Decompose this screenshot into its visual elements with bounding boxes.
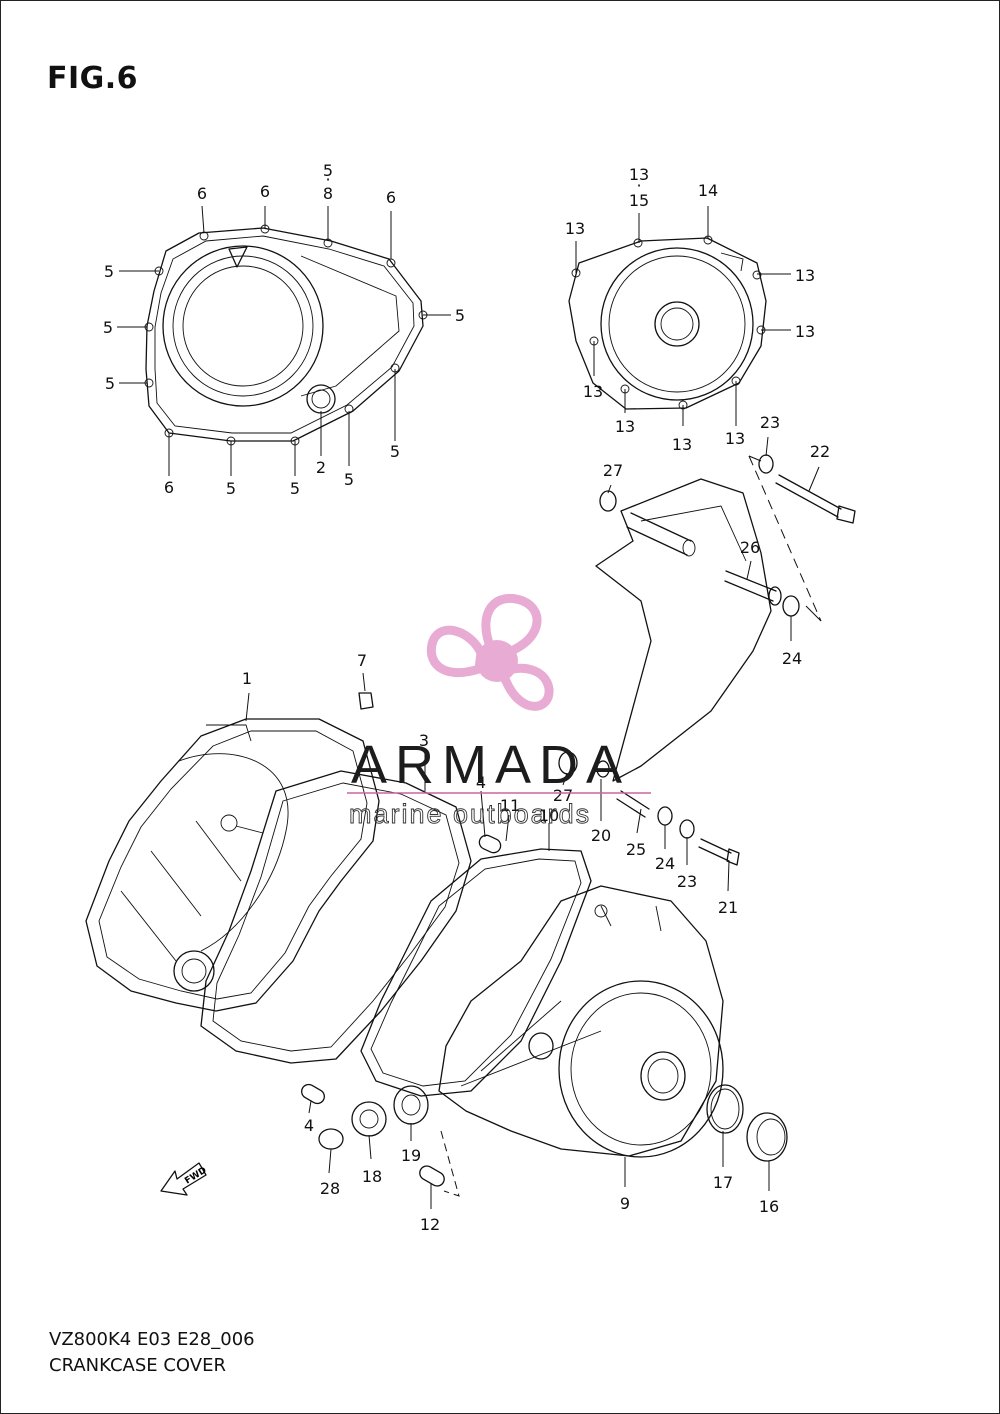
callout-17: 17 bbox=[713, 1173, 733, 1192]
callout-13: 13 bbox=[795, 322, 815, 341]
callout-20: 20 bbox=[591, 826, 611, 845]
callout-18: 18 bbox=[362, 1167, 382, 1186]
callout-5: 5 bbox=[104, 262, 114, 281]
generator-cover-gasket bbox=[360, 848, 592, 1097]
callout-1: 1 bbox=[242, 669, 252, 688]
watermark-subtitle: marine outboards bbox=[349, 799, 591, 829]
callout-5: 5 bbox=[323, 161, 333, 180]
callout-12: 12 bbox=[420, 1215, 440, 1234]
generator-cover-top-view bbox=[568, 235, 767, 410]
callout-13: 13 bbox=[795, 266, 815, 285]
clutch-cover-gasket bbox=[200, 770, 472, 1064]
armada-watermark: ARMADA marine outboards bbox=[347, 594, 651, 829]
callout-24: 24 bbox=[655, 854, 675, 873]
callout-13: 13 bbox=[672, 435, 692, 454]
callout-28: 28 bbox=[320, 1179, 340, 1198]
callout-23: 23 bbox=[760, 413, 780, 432]
callout-14: 14 bbox=[698, 181, 718, 200]
callout-5: 5 bbox=[226, 479, 236, 498]
callout-6: 6 bbox=[197, 184, 207, 203]
callout-4: 4 bbox=[304, 1116, 314, 1135]
callout-16: 16 bbox=[759, 1197, 779, 1216]
callout-6: 6 bbox=[386, 188, 396, 207]
callout-6: 6 bbox=[164, 478, 174, 497]
callout-21: 21 bbox=[718, 898, 738, 917]
callout-7: 7 bbox=[357, 651, 367, 670]
callout-22: 22 bbox=[810, 442, 830, 461]
clutch-cover-top-view bbox=[144, 224, 428, 446]
callout-separator: · bbox=[636, 176, 641, 195]
callout-15: 15 bbox=[629, 191, 649, 210]
model-code: VZ800K4 E03 E28_006 bbox=[49, 1329, 255, 1350]
diagram-caption: CRANKCASE COVER bbox=[49, 1355, 226, 1376]
callout-27: 27 bbox=[603, 461, 623, 480]
figure-title: FIG.6 bbox=[47, 61, 139, 96]
callout-13: 13 bbox=[565, 219, 585, 238]
clutch-cover-exploded bbox=[85, 718, 380, 1012]
inner-cover-plate bbox=[595, 455, 822, 782]
leader-lines bbox=[117, 205, 820, 1209]
callout-6: 6 bbox=[260, 182, 270, 201]
callout-23: 23 bbox=[677, 872, 697, 891]
callout-11: 11 bbox=[500, 796, 520, 815]
callout-26: 26 bbox=[740, 538, 760, 557]
callout-8: 8 bbox=[323, 184, 333, 203]
callout-25: 25 bbox=[626, 840, 646, 859]
callout-19: 19 bbox=[401, 1146, 421, 1165]
callout-5: 5 bbox=[290, 479, 300, 498]
callout-labels: 6 6 5 · 8 6 5 5 5 5 6 5 5 2 5 5 13 · 15 … bbox=[103, 161, 830, 1234]
callout-4: 4 bbox=[476, 773, 486, 792]
callout-5: 5 bbox=[103, 318, 113, 337]
callout-5: 5 bbox=[105, 374, 115, 393]
propeller-logo-icon bbox=[426, 594, 554, 711]
watermark-name: ARMADA bbox=[351, 735, 630, 795]
callout-10: 10 bbox=[539, 806, 559, 825]
callout-13: 13 bbox=[583, 382, 603, 401]
callout-2: 2 bbox=[316, 458, 326, 477]
generator-cover-exploded bbox=[438, 885, 724, 1158]
callout-5: 5 bbox=[390, 442, 400, 461]
callout-24: 24 bbox=[782, 649, 802, 668]
callout-separator: · bbox=[325, 170, 330, 189]
callout-13: 13 bbox=[615, 417, 635, 436]
callout-27: 27 bbox=[553, 786, 573, 805]
callout-13: 13 bbox=[725, 429, 745, 448]
fwd-direction-arrow: FWD bbox=[160, 1162, 209, 1196]
callout-5: 5 bbox=[455, 306, 465, 325]
callout-13: 13 bbox=[629, 165, 649, 184]
callout-9: 9 bbox=[620, 1194, 630, 1213]
callout-3: 3 bbox=[419, 731, 429, 750]
callout-5: 5 bbox=[344, 470, 354, 489]
fwd-label: FWD bbox=[183, 1166, 208, 1187]
